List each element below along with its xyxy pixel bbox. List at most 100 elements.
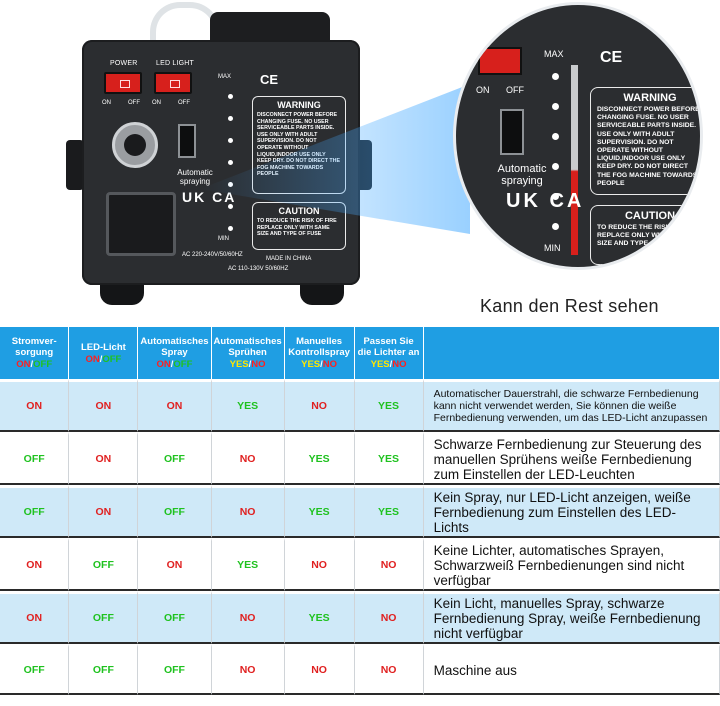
row-description: Kein Spray, nur LED-Licht anzeigen, weiß… bbox=[423, 485, 720, 538]
zoom-ukca-mark: UK CA bbox=[506, 190, 585, 212]
header-state-b: OFF bbox=[102, 353, 122, 365]
table-cell: NO bbox=[211, 485, 285, 538]
table-cell: YES bbox=[284, 591, 355, 644]
row-description: Automatischer Dauerstrahl, die schwarze … bbox=[423, 379, 720, 432]
table-cell: NO bbox=[354, 538, 424, 591]
ce-mark: CE bbox=[260, 72, 279, 87]
table-cell: YES bbox=[284, 432, 355, 485]
on-label: ON bbox=[102, 100, 111, 106]
header-state-legend: ON/OFF bbox=[85, 353, 122, 365]
table-cell: ON bbox=[69, 432, 139, 485]
led-switch-label: LED LIGHT bbox=[156, 60, 194, 67]
caution-text: TO REDUCE THE RISK OF FIRE REPLACE ONLY … bbox=[257, 218, 337, 238]
header-state-a: ON bbox=[16, 359, 31, 370]
header-state-a: YES bbox=[301, 359, 321, 370]
table-cell: OFF bbox=[69, 591, 139, 644]
voltage-label-2: AC 110-130V 50/60HZ bbox=[228, 266, 289, 272]
xlr-connector-icon bbox=[112, 122, 158, 168]
column-header-label: Stromver-sorgung bbox=[11, 336, 57, 358]
zoom-auto-spray-switch bbox=[500, 109, 524, 155]
table-cell: NO bbox=[211, 432, 285, 485]
row-description: Kein Licht, manuelles Spray, schwarze Fe… bbox=[423, 591, 720, 644]
table-cell: NO bbox=[354, 591, 424, 644]
on-label: ON bbox=[152, 100, 161, 106]
zoom-auto-spray-label: Automatic spraying bbox=[497, 163, 547, 187]
zoom-warning-panel: WARNING DISCONNECT POWER BEFORE CHANGING… bbox=[590, 87, 700, 195]
table-cell: NO bbox=[284, 379, 355, 432]
zoom-off-label: OFF bbox=[506, 85, 524, 95]
table-cell: OFF bbox=[138, 591, 212, 644]
off-label: OFF bbox=[178, 100, 190, 106]
table-cell: OFF bbox=[0, 432, 70, 485]
fog-machine-back-panel: POWER LED LIGHT ON OFF ON OFF Automatic … bbox=[82, 40, 360, 285]
zoom-detail-circle: ON OFF Automatic spraying MAX MIN CE WAR… bbox=[453, 2, 703, 270]
zoom-warning-text: DISCONNECT POWER BEFORE CHANGING FUSE. N… bbox=[597, 106, 700, 187]
ukca-mark: UK CA bbox=[182, 189, 237, 205]
header-state-b: NO bbox=[392, 359, 407, 370]
header-state-a: ON bbox=[156, 359, 171, 370]
table-cell: OFF bbox=[69, 644, 139, 695]
power-rocker-switch bbox=[104, 72, 142, 94]
table-cell: OFF bbox=[138, 644, 212, 695]
header-state-legend: ON/OFF bbox=[16, 359, 53, 370]
column-header-label: Passen Sie die Lichter an bbox=[357, 336, 420, 358]
zoom-min-label: MIN bbox=[544, 243, 561, 253]
header-state-b: OFF bbox=[33, 359, 53, 370]
auto-spray-label: Automatic spraying bbox=[177, 168, 213, 186]
table-cell: YES bbox=[284, 485, 355, 538]
caption-text: Kann den Rest sehen bbox=[480, 296, 659, 316]
zoom-caution-text: TO REDUCE THE RISK OF FIRE REPLACE ONLY … bbox=[597, 224, 700, 248]
side-knob-left bbox=[66, 140, 84, 190]
table-cell: OFF bbox=[69, 538, 139, 591]
table-cell: YES bbox=[211, 379, 285, 432]
table-cell: NO bbox=[211, 591, 285, 644]
min-label: MIN bbox=[218, 236, 229, 242]
row-description: Schwarze Fernbedienung zur Steuerung des… bbox=[423, 432, 720, 485]
column-header-label: Automatisches Sprühen bbox=[213, 336, 282, 358]
header-state-b: NO bbox=[251, 359, 266, 370]
table-cell: OFF bbox=[138, 432, 212, 485]
column-header-label: LED-Licht bbox=[80, 341, 126, 353]
table-cell: ON bbox=[0, 591, 70, 644]
column-header-label: Manuelles Kontrollspray bbox=[288, 336, 350, 358]
header-state-b: OFF bbox=[173, 359, 193, 370]
table-cell: OFF bbox=[0, 644, 70, 695]
table-cell: ON bbox=[0, 538, 70, 591]
table-cell: ON bbox=[0, 379, 70, 432]
description-header bbox=[423, 327, 720, 379]
header-state-legend: YES/NO bbox=[370, 359, 407, 370]
zoom-rocker-switch bbox=[478, 47, 522, 75]
table-cell: NO bbox=[211, 644, 285, 695]
row-description: Maschine aus bbox=[423, 644, 720, 695]
power-inlet-icon bbox=[106, 192, 176, 256]
table-cell: ON bbox=[138, 379, 212, 432]
table-cell: ON bbox=[69, 379, 139, 432]
zoom-level-bar bbox=[571, 65, 578, 255]
column-header-label: Automatisches Spray bbox=[140, 336, 209, 358]
table-cell: YES bbox=[211, 538, 285, 591]
table-cell: OFF bbox=[138, 485, 212, 538]
header-state-legend: YES/NO bbox=[301, 359, 338, 370]
table-cell: YES bbox=[354, 485, 424, 538]
zoom-caution-title: CAUTION bbox=[624, 210, 676, 222]
table-cell: YES bbox=[354, 379, 424, 432]
table-cell: ON bbox=[69, 485, 139, 538]
off-label: OFF bbox=[128, 100, 140, 106]
warning-title: WARNING bbox=[277, 100, 321, 110]
spray-level-scale bbox=[222, 88, 246, 236]
power-switch-label: POWER bbox=[110, 60, 138, 67]
zoom-max-label: MAX bbox=[544, 49, 564, 59]
auto-spray-switch bbox=[178, 124, 196, 158]
voltage-label-1: AC 220-240V/50/60HZ bbox=[182, 252, 243, 258]
led-rocker-switch bbox=[154, 72, 192, 94]
header-state-legend: ON/OFF bbox=[156, 359, 193, 370]
